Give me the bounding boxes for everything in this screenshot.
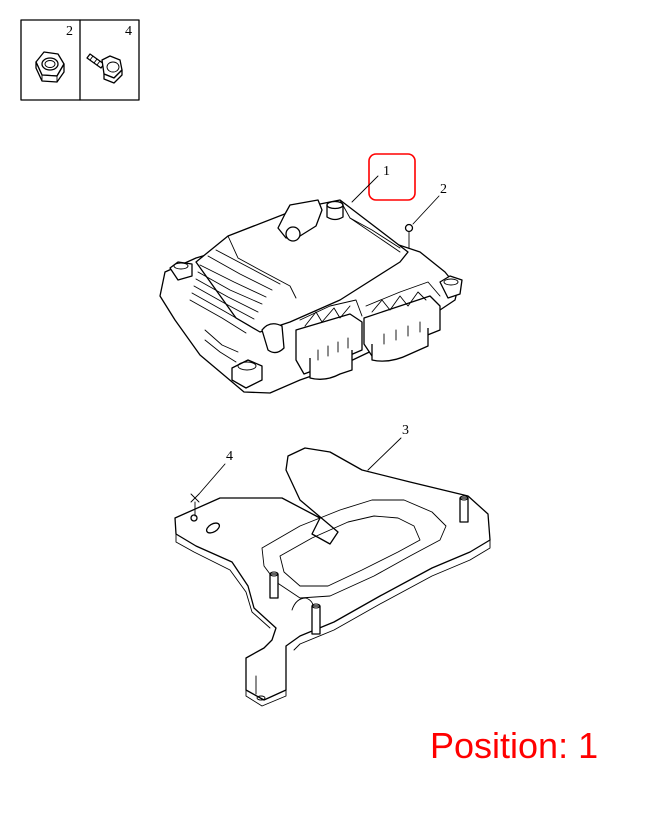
legend-box: 2 4 — [20, 19, 140, 101]
mounting-bracket[interactable] — [174, 447, 491, 707]
bracket-stud-right — [459, 495, 469, 523]
callout-3-leader — [367, 437, 402, 471]
callout-4-leader — [198, 463, 226, 495]
callout-4-number: 4 — [226, 449, 233, 464]
ecu-tab-hole — [285, 226, 301, 242]
callout-1[interactable]: 1 — [351, 153, 416, 203]
bracket-slot — [205, 522, 221, 534]
ecu-housing — [195, 199, 409, 333]
ecu-mounting-boss-right — [439, 275, 463, 299]
legend-cell-bolt[interactable]: 4 — [86, 24, 132, 84]
legend-number-bolt: 4 — [125, 24, 132, 39]
bracket-window-outer — [261, 499, 447, 599]
legend-cell-nut[interactable]: 2 — [35, 24, 73, 83]
callout-4[interactable]: 4 — [198, 449, 233, 495]
ecu-module[interactable] — [159, 199, 463, 394]
ecu-connector-right — [363, 281, 441, 362]
callout-1-leader — [351, 175, 379, 203]
callout-1-highlight-box — [368, 153, 416, 201]
bracket-plate — [174, 447, 491, 701]
ecu-connector-left — [295, 299, 363, 380]
legend-number-nut: 2 — [66, 24, 73, 39]
callout-3[interactable]: 3 — [367, 423, 409, 471]
bracket-stud-center — [311, 603, 321, 635]
ecu-cooling-fins — [189, 249, 281, 334]
ecu-mounting-boss-left — [169, 261, 193, 281]
bolt-marker[interactable] — [190, 493, 200, 517]
callout-3-number: 3 — [402, 423, 409, 438]
position-label: Position: 1 — [430, 725, 599, 766]
hex-bolt-icon — [86, 53, 123, 84]
callout-2[interactable]: 2 — [412, 182, 447, 225]
callout-2-number: 2 — [440, 182, 447, 197]
hex-nut-icon — [35, 51, 65, 83]
callout-1-number: 1 — [383, 164, 390, 179]
nut-marker[interactable] — [404, 223, 414, 249]
ecu-mounting-boss-front — [231, 359, 263, 389]
ecu-cable-clip — [261, 323, 285, 354]
callout-2-leader — [412, 195, 440, 225]
bracket-window-inner — [279, 515, 421, 587]
bracket-stud-left — [269, 571, 279, 599]
